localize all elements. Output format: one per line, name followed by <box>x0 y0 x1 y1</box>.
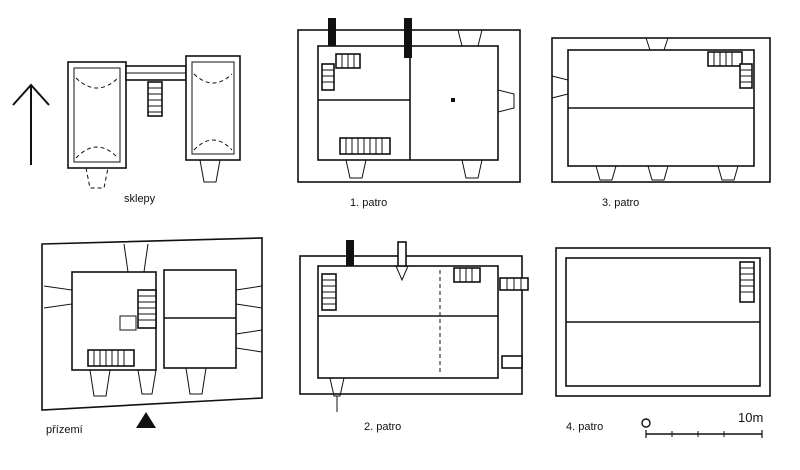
scale-bar <box>641 418 763 438</box>
label-cellars: sklepy <box>124 193 156 205</box>
label-floor-2: 2. patro <box>364 421 402 433</box>
north-arrow-icon <box>12 83 50 165</box>
scale-end-label: 10m <box>738 410 764 425</box>
plan-floor-3 <box>551 37 771 183</box>
label-floor-1: 1. patro <box>350 197 388 209</box>
plan-ground-floor <box>41 237 263 428</box>
plan-floor-2 <box>299 240 529 412</box>
scale-start-label: 0 <box>642 448 643 449</box>
entrance-marker-icon <box>136 412 156 428</box>
label-ground-floor: přízemí <box>46 424 83 436</box>
plan-cellars <box>67 55 241 189</box>
label-floor-4: 4. patro <box>566 421 604 433</box>
label-floor-3: 3. patro <box>602 197 640 209</box>
plan-floor-4 <box>555 247 771 397</box>
plan-floor-1 <box>297 18 521 183</box>
